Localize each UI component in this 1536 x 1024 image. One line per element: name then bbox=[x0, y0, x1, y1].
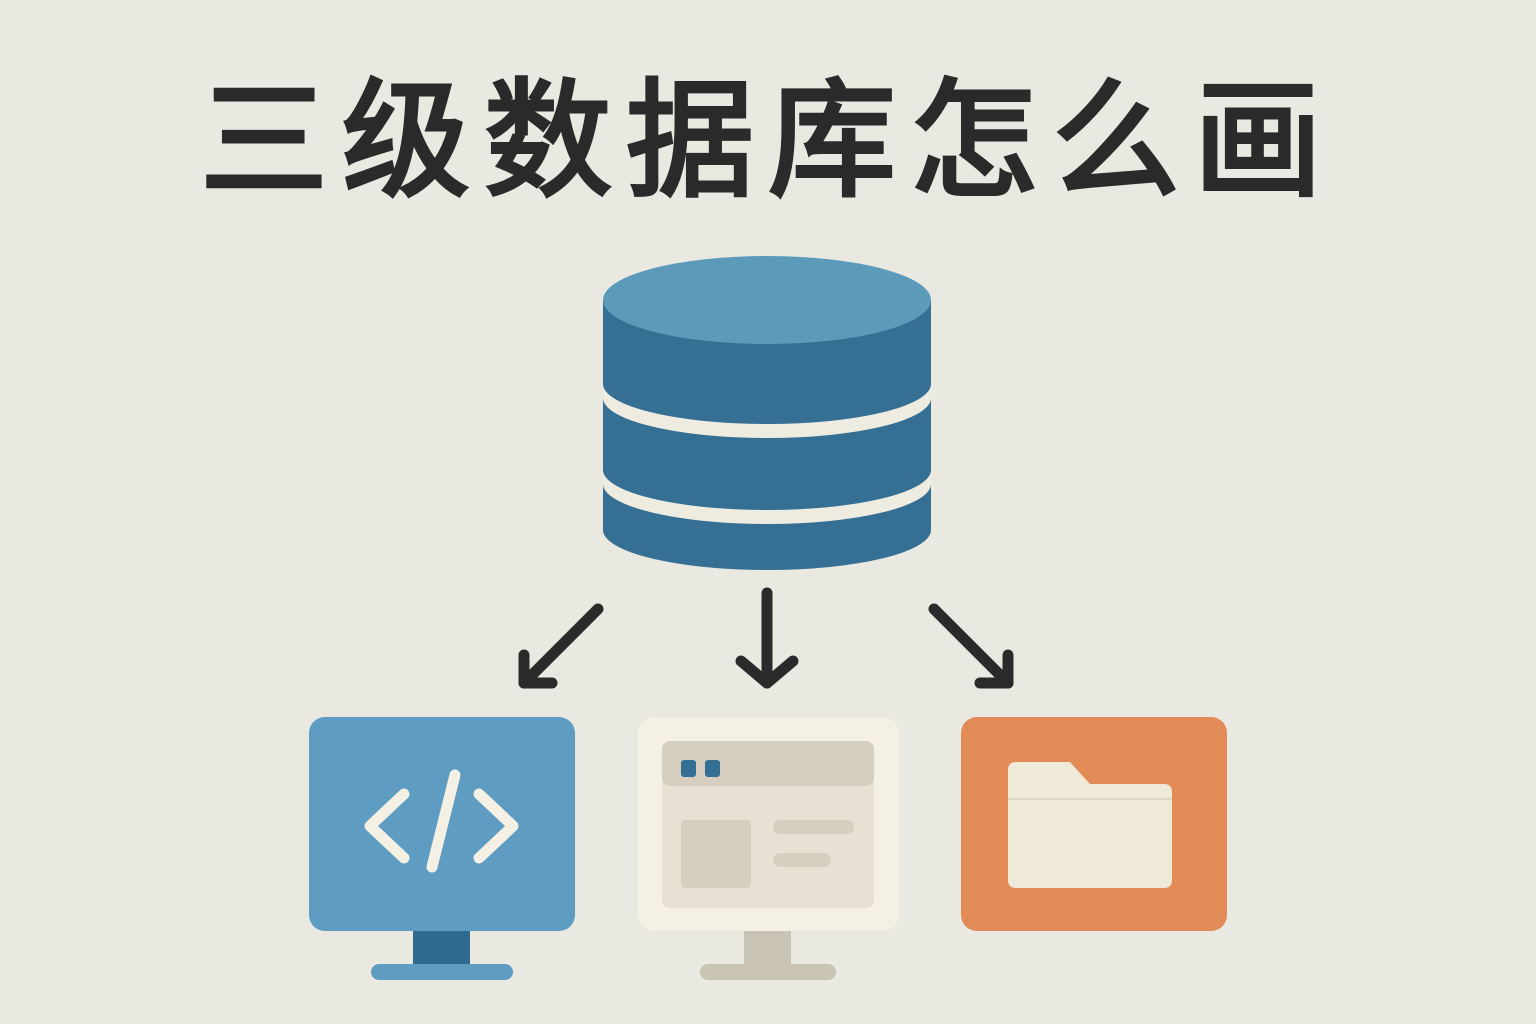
web-window-monitor-icon bbox=[638, 717, 899, 980]
folder-box-icon bbox=[961, 717, 1227, 931]
database-icon bbox=[603, 256, 931, 570]
page-title: 三级数据库怎么画 bbox=[199, 67, 1336, 216]
arrow-left-icon bbox=[518, 603, 604, 689]
code-monitor-icon bbox=[309, 717, 575, 980]
arrow-center-icon bbox=[735, 587, 799, 689]
arrow-right-icon bbox=[928, 603, 1014, 689]
arrows bbox=[518, 587, 1014, 689]
folder-icon bbox=[1008, 762, 1172, 888]
